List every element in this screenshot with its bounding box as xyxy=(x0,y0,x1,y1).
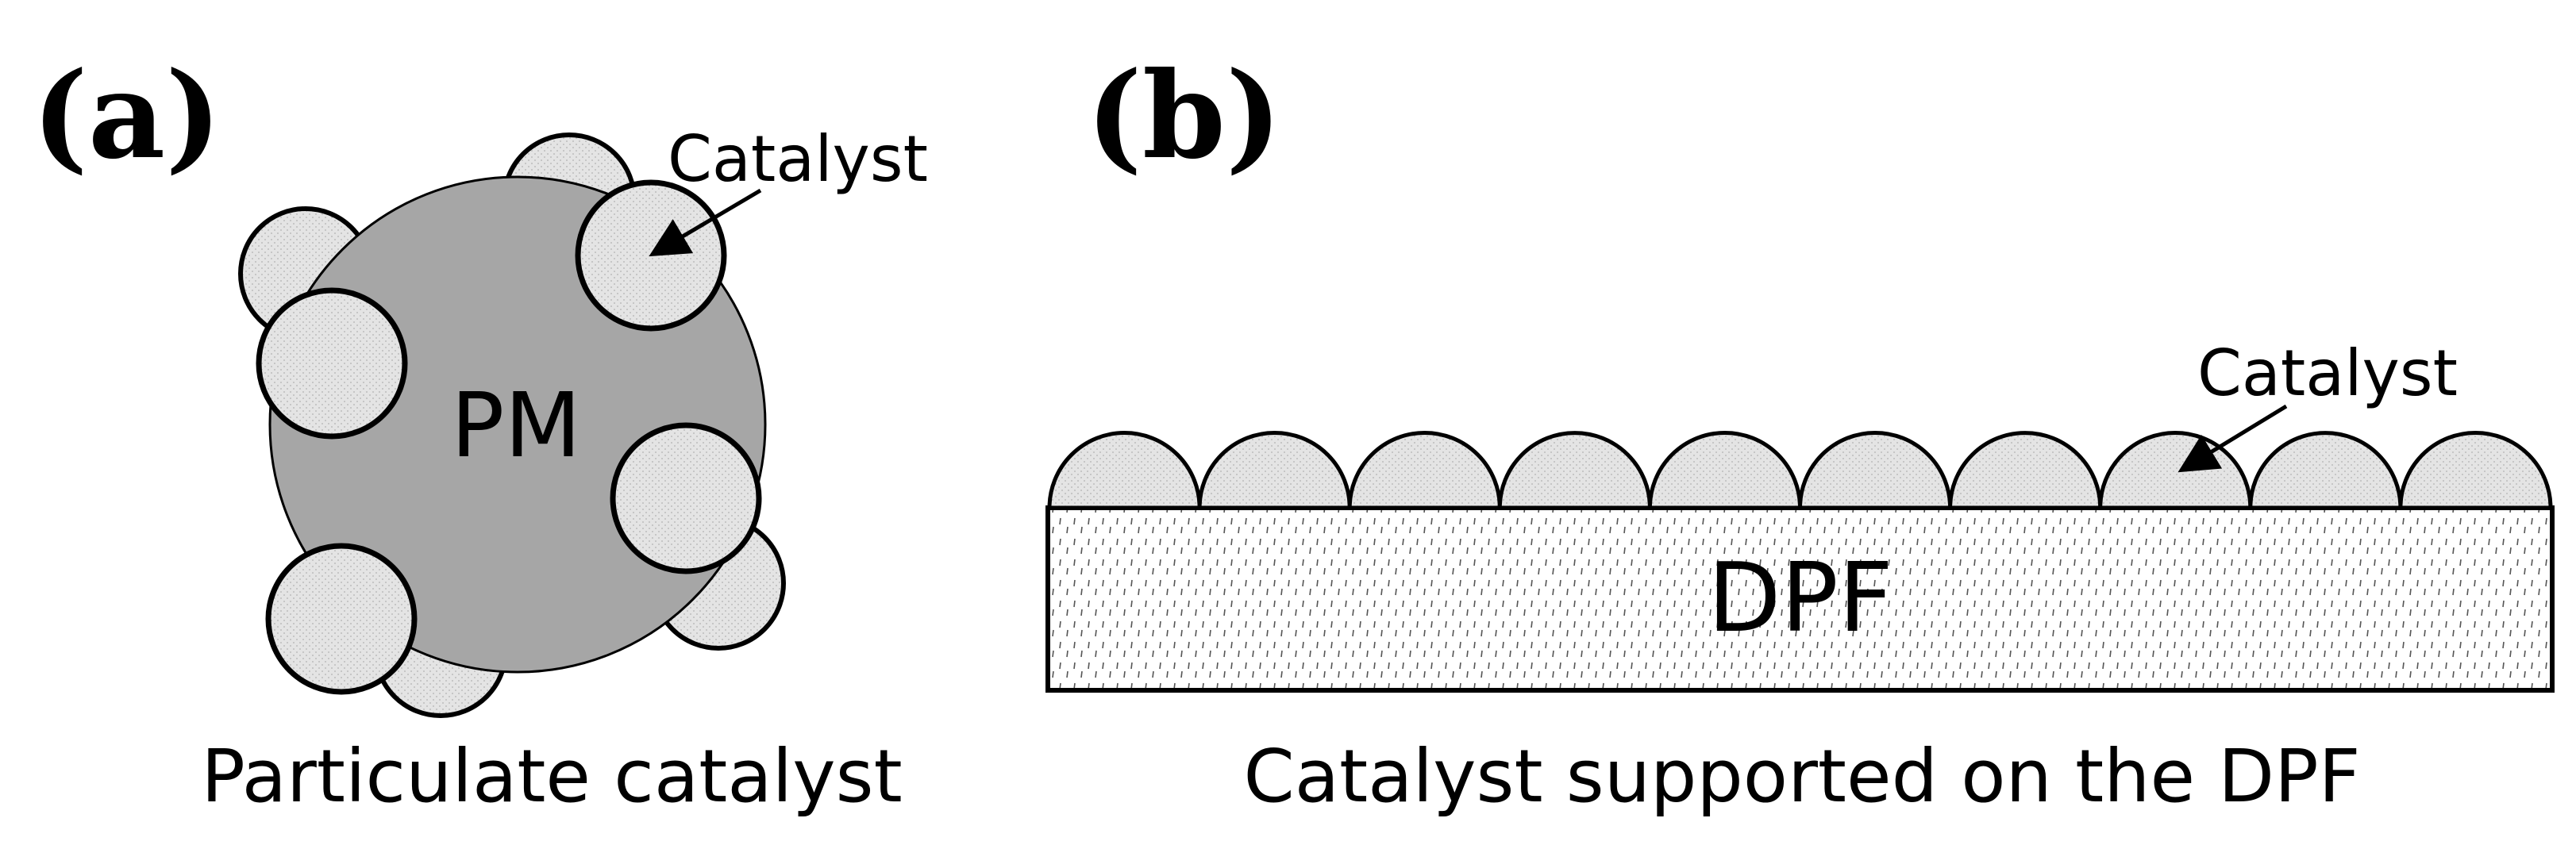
catalyst-callout-a: Catalyst xyxy=(668,122,928,196)
panel-a-label: (a) xyxy=(32,46,221,186)
supported-catalyst-particle xyxy=(1797,431,1953,510)
supported-catalyst-particle xyxy=(1497,431,1652,510)
caption-a: Particulate catalyst xyxy=(201,734,902,819)
supported-catalyst-particle xyxy=(1197,431,1352,510)
catalyst-particles-front xyxy=(256,179,762,695)
supported-catalyst-particle xyxy=(1948,431,2103,510)
panel-b-label: (b) xyxy=(1086,46,1282,186)
catalyst-arrow-a xyxy=(649,188,762,257)
panel-b: (b) DPF Catalyst Catalyst supported on t… xyxy=(1045,46,2555,819)
panel-a: (a) PM Catalyst Particulate catalyst xyxy=(32,46,928,819)
catalyst-particle xyxy=(610,422,762,574)
supported-catalyst-particle xyxy=(1347,431,1502,510)
supported-catalyst-particle xyxy=(1047,431,1202,510)
catalyst-particle xyxy=(265,543,418,695)
dpf-label: DPF xyxy=(1708,543,1893,654)
supported-catalyst-row xyxy=(1047,431,2553,510)
supported-catalyst-particle xyxy=(2248,431,2403,510)
catalyst-arrow-b xyxy=(2177,404,2288,473)
catalyst-particle xyxy=(256,287,408,440)
pm-label: PM xyxy=(451,374,581,478)
catalyst-particle xyxy=(575,179,727,332)
supported-catalyst-particle xyxy=(1647,431,1803,510)
dpf-substrate xyxy=(1045,505,2555,693)
supported-catalyst-particle xyxy=(2398,431,2553,510)
catalyst-callout-b: Catalyst xyxy=(2197,336,2458,410)
caption-b: Catalyst supported on the DPF xyxy=(1243,734,2360,819)
